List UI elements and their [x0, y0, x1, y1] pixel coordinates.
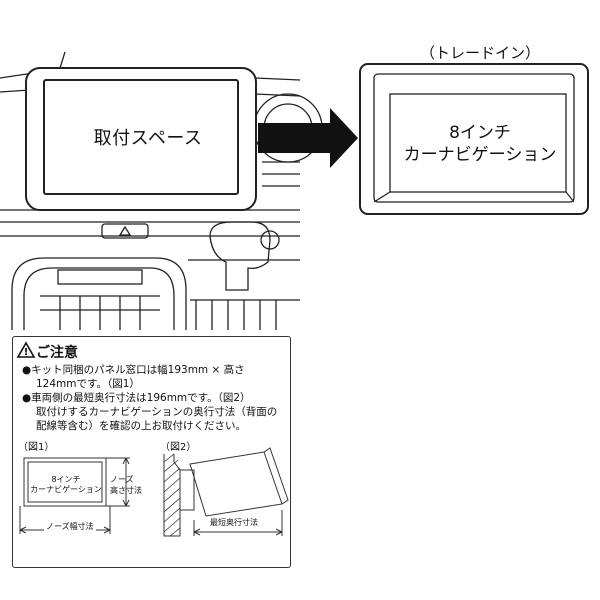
nav-type-label: カーナビゲーション [388, 140, 572, 165]
caution-note-line: 取付けするカーナビゲーションの奥行寸法（背面の [36, 405, 277, 419]
svg-text:!: ! [24, 347, 29, 358]
fig1-width-label: ノーズ幅寸法 [44, 521, 96, 532]
fig1-height-label-top: ノーズ [110, 474, 134, 485]
fig1-label: （図1） [18, 438, 54, 453]
fig2-label: （図2） [160, 438, 196, 453]
caution-title: ご注意 [36, 342, 78, 362]
fig1-nav-type-label: カーナビゲーション [30, 484, 102, 495]
fig1-height-label-bottom: 高さ寸法 [110, 485, 142, 496]
caution-note-line: ●車両側の最短奥行寸法は196mmです。（図2） [22, 391, 251, 405]
caution-note-line: 124mmです。（図1） [36, 377, 140, 391]
fig2-depth-label: 最短奥行寸法 [208, 517, 260, 528]
caution-note-line: 配線等含む）を確認の上お取付けください。 [36, 419, 246, 433]
install-space-label: 取付スペース [48, 124, 248, 150]
caution-icon: ! [18, 343, 34, 358]
trade-in-label: （トレードイン） [370, 42, 590, 63]
caution-note-line: ●キット同梱のパネル窓口は幅193mm × 高さ [22, 363, 245, 377]
